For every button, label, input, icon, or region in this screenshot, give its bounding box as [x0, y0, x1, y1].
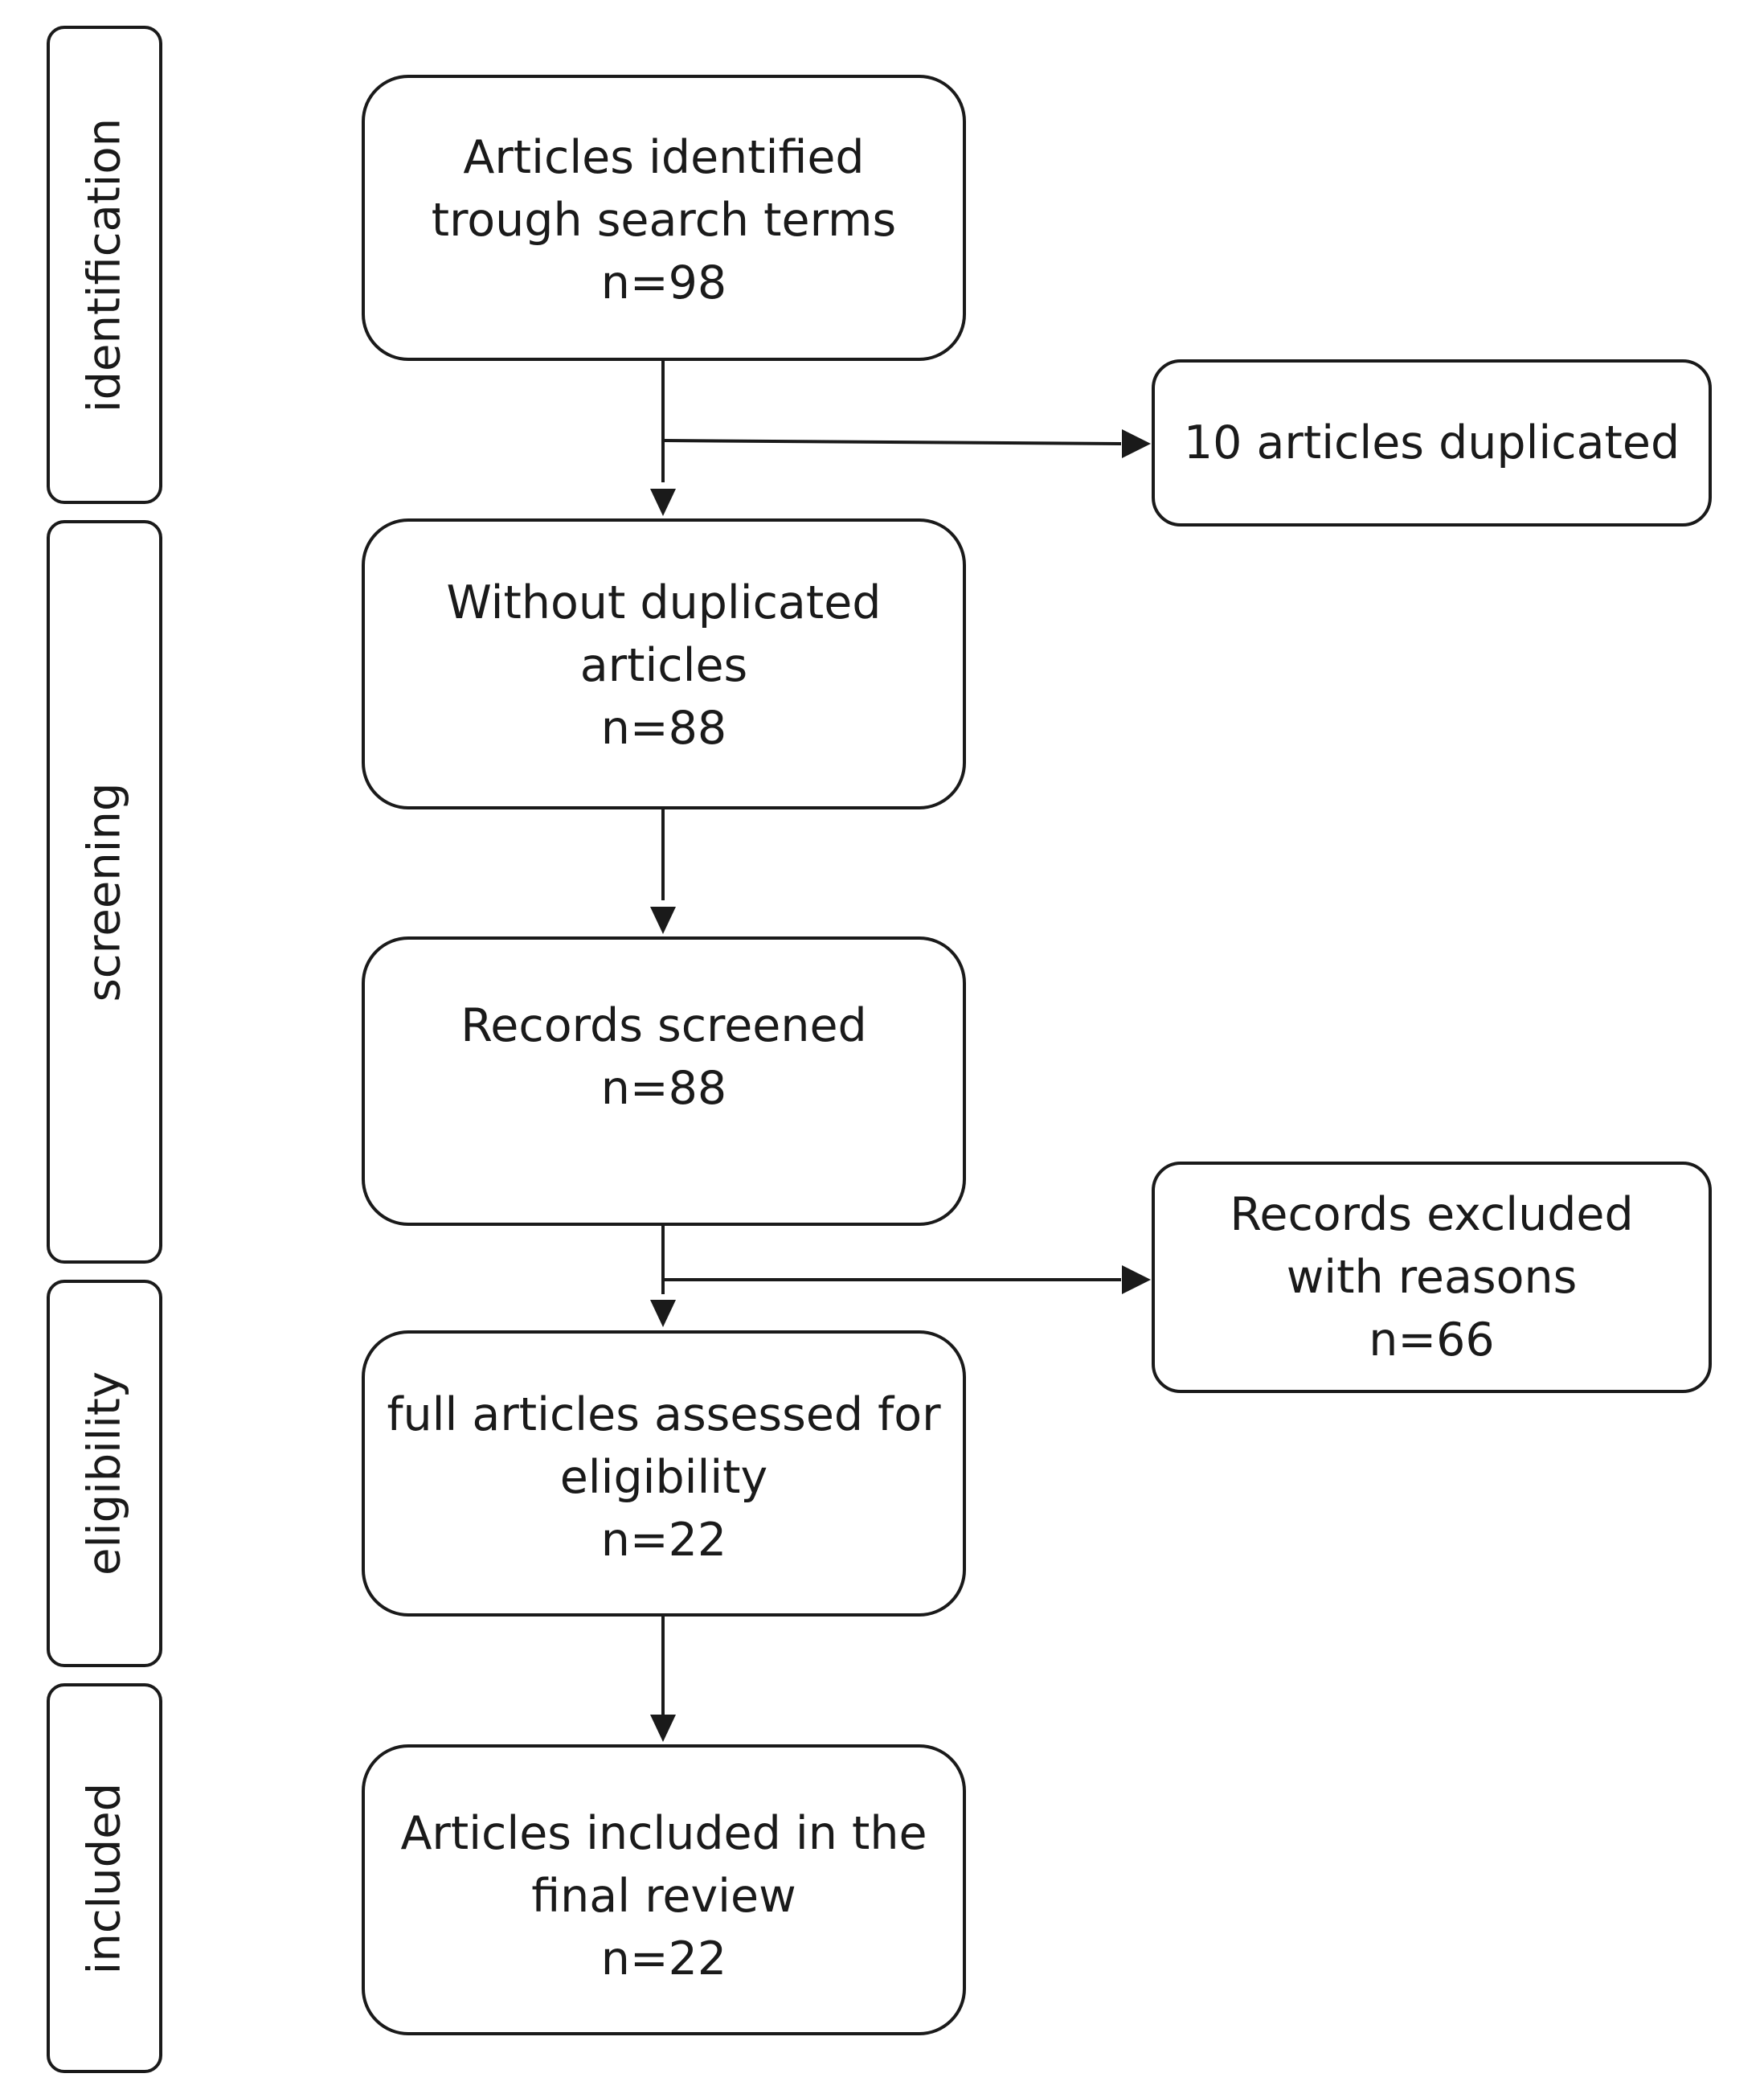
identified-line1: Articles identified	[463, 131, 865, 184]
box-without-duplicates: Without duplicated articles n=88	[362, 518, 966, 809]
included-line1: Articles included in the	[400, 1807, 927, 1860]
phase-eligibility: eligibility	[47, 1280, 162, 1667]
assessed-line2: eligibility	[559, 1451, 768, 1504]
screened-count: n=88	[600, 1062, 727, 1115]
excluded-count: n=66	[1369, 1313, 1495, 1367]
screened-line1: Records screened	[460, 999, 867, 1052]
arrowhead-without	[650, 489, 676, 516]
arrowhead-excluded	[1122, 1265, 1151, 1294]
duplicates-text: 10 articles duplicated	[1183, 416, 1680, 469]
included-line2: final review	[531, 1870, 796, 1923]
phase-included: included	[47, 1683, 162, 2073]
box-duplicates: 10 articles duplicated	[1152, 359, 1712, 527]
arrowhead-duplicates	[1122, 429, 1151, 458]
connector-to-duplicates	[662, 439, 1122, 445]
box-full-articles-assessed: full articles assessed for eligibility n…	[362, 1330, 966, 1617]
without-count: n=88	[600, 702, 727, 755]
identified-count: n=98	[600, 256, 727, 309]
box-records-screened: Records screened n=88	[362, 936, 966, 1226]
without-line1: Without duplicated	[446, 576, 882, 629]
box-articles-included: Articles included in the final review n=…	[362, 1744, 966, 2035]
excluded-line2: with reasons	[1286, 1251, 1578, 1304]
arrowhead-assessed	[650, 1300, 676, 1327]
included-count: n=22	[600, 1932, 727, 1985]
assessed-count: n=22	[600, 1514, 727, 1567]
box-articles-identified: Articles identified trough search terms …	[362, 75, 966, 361]
box-records-excluded: Records excluded with reasons n=66	[1152, 1162, 1712, 1393]
identified-line2: trough search terms	[431, 194, 897, 247]
excluded-line1: Records excluded	[1230, 1188, 1634, 1241]
arrowhead-included	[650, 1715, 676, 1742]
without-line2: articles	[579, 639, 748, 692]
arrowhead-screened	[650, 907, 676, 934]
phase-screening: screening	[47, 520, 162, 1264]
phase-identification: identification	[47, 26, 162, 504]
assessed-line1: full articles assessed for	[387, 1388, 941, 1441]
